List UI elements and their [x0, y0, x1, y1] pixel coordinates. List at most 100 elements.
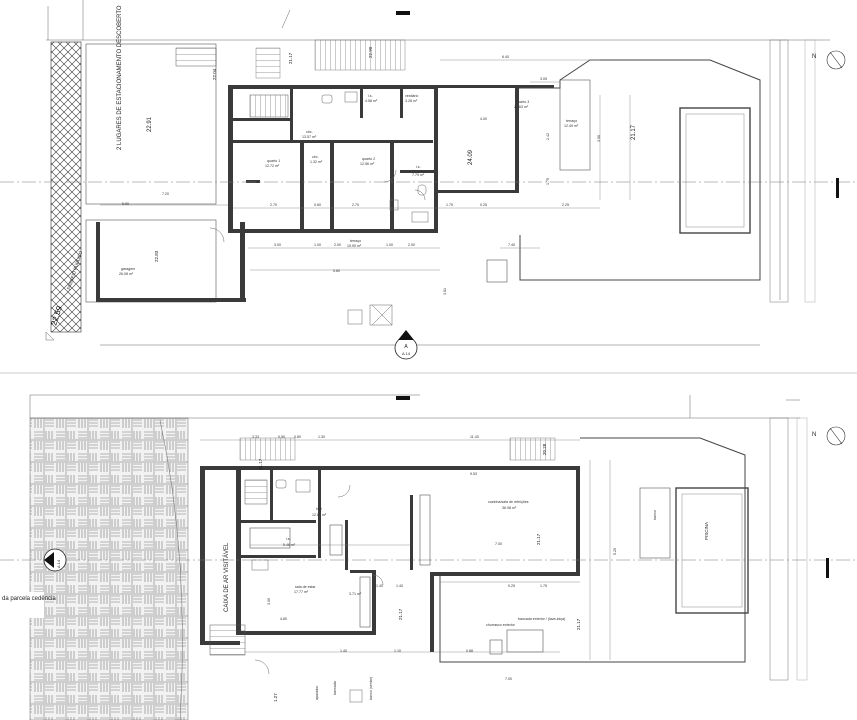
room-name: vestiário	[405, 94, 418, 98]
lower-walls	[200, 466, 580, 652]
room-area: 10.90 m²	[347, 244, 362, 248]
room-area: 13.57 m²	[302, 135, 317, 139]
lower-plan: A 14 N CAIXA DE AR VISITÁVEL PISCINA da …	[0, 394, 857, 720]
dimension: 1.10	[394, 649, 401, 653]
cession-text: da parcela cedência	[2, 596, 56, 602]
dimension: 11.43	[470, 435, 479, 439]
section-marker-top: A	[404, 344, 408, 350]
fixture-label: banco	[653, 510, 657, 520]
room-name: terraço	[566, 119, 577, 123]
dimension: 5.90	[122, 202, 129, 206]
room-area: 1.32 m²	[310, 160, 323, 164]
dimension: 0.80	[294, 435, 301, 439]
dimension: 2.25	[562, 203, 569, 207]
dimension: 1.75	[540, 584, 547, 588]
room-area: 12.56 m²	[360, 162, 375, 166]
fixture-label: churrasco exterior	[486, 623, 516, 627]
terrace-level: 21.17	[631, 124, 637, 140]
room-area: 26.08 m²	[119, 272, 134, 276]
room-area: 36.98 m²	[502, 506, 517, 510]
garage-level: 22.83	[154, 250, 159, 262]
dimension: 1.00	[314, 243, 321, 247]
room-name: quarto 2	[362, 157, 375, 161]
dimension: 6.40	[502, 55, 509, 59]
room-area: 7.79 m²	[412, 173, 425, 177]
room-name: cozinha/sala de refeições	[488, 500, 529, 504]
room-name: quarto 3	[516, 100, 529, 104]
room-area: 12.49 m²	[564, 124, 579, 128]
dimension: 7.40	[508, 243, 515, 247]
dimension: 1.40	[396, 584, 403, 588]
dimension: 3.00	[274, 243, 281, 247]
level-a: 21.17	[258, 458, 263, 470]
void-label: CAIXA DE AR VISITÁVEL	[223, 542, 230, 612]
dimension: 0.25	[508, 584, 515, 588]
room-area: 4.58 m²	[365, 99, 378, 103]
fixture-label: banco (sentar)	[369, 677, 373, 700]
room-name: quarto 1	[267, 159, 280, 163]
upper-plan: A A 14 N 2 LUGARES DE ESTACIONAMENTO DES…	[0, 0, 857, 360]
dimension: 4.00	[480, 117, 487, 121]
upper-walls	[228, 85, 554, 233]
dimension: 2.70	[352, 203, 359, 207]
room-area: 3.71 m²	[349, 592, 362, 596]
section-marker-lower: A 14	[43, 548, 67, 572]
room-area: 17.77 m²	[294, 590, 309, 594]
dimension: 3.90	[597, 135, 601, 142]
room-area: 29.63 m²	[514, 105, 529, 109]
room-name: circ.	[306, 130, 313, 134]
dimension: 2.00	[408, 243, 415, 247]
level-d: 21.17	[398, 608, 403, 620]
entry-level: 22.04	[212, 68, 217, 80]
room-area: 12.81 m²	[312, 513, 327, 517]
top-level-b: 22.90	[368, 46, 373, 58]
top-level-a: 21.17	[288, 52, 293, 64]
north-arrow-lower: N	[812, 426, 846, 446]
dimension: 1.75	[546, 178, 550, 185]
room-name: sala de estar	[295, 585, 316, 589]
dimension: 3.00	[267, 598, 271, 605]
dimension: 1.00	[386, 243, 393, 247]
dimension: 0.60	[314, 203, 321, 207]
room-name: i.s.	[368, 94, 373, 98]
dimension: 3.05	[540, 77, 547, 81]
dimension: 4.80	[280, 617, 287, 621]
level-b: 20.28	[542, 443, 547, 455]
dimension: 0.25	[480, 203, 487, 207]
dimension: 3.33	[252, 435, 259, 439]
level-c: 21.17	[536, 533, 541, 545]
room-name: i.s.	[286, 537, 291, 541]
sidewalk-hatch	[50, 41, 82, 333]
upper-level: 24.09	[468, 149, 474, 165]
room-name: hall	[316, 507, 322, 511]
cession-label: da parcela cedência	[0, 592, 56, 618]
room-name: i.s.	[416, 165, 421, 169]
dimension: 0.50	[278, 435, 285, 439]
room-name: garagem	[121, 267, 135, 271]
section-marker-upper: A A 14	[394, 330, 418, 360]
section-marker-label: A 14	[56, 559, 61, 568]
room-name: circ.	[312, 155, 319, 159]
north-label-upper: N	[812, 54, 816, 60]
fixture-label: bancada	[333, 681, 337, 695]
level-e: 21.17	[576, 618, 581, 630]
level-f: 1.27	[273, 693, 278, 702]
room-area: 12.72 m²	[265, 164, 280, 168]
north-label-lower: N	[812, 432, 816, 438]
dimension: 1.30	[318, 435, 325, 439]
dimension: 2.00	[334, 243, 341, 247]
section-marker-bottom: A 14	[402, 351, 411, 356]
dimension: 5.80	[333, 269, 340, 273]
north-arrow-upper: N	[812, 50, 846, 70]
dimension: 5.20	[613, 548, 617, 555]
dimension: 2.70	[270, 203, 277, 207]
dimension: 1.40	[340, 649, 347, 653]
room-area: 3.28 m²	[405, 99, 418, 103]
dimension: 7.00	[495, 542, 502, 546]
dimension: 2.42	[546, 133, 550, 140]
dimension: 9.53	[470, 472, 477, 476]
room-name: terraço	[350, 239, 361, 243]
dimension: 7.20	[162, 192, 169, 196]
room-area: 5.46 m²	[283, 543, 296, 547]
